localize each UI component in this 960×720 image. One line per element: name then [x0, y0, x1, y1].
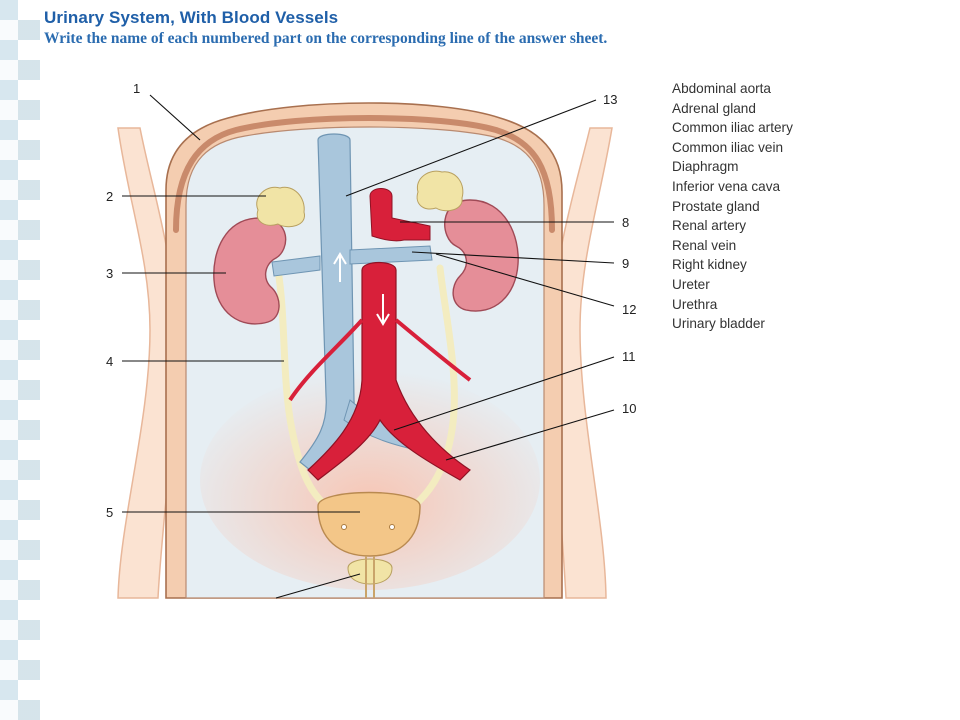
- leader-line-13: [345, 99, 597, 197]
- renal-vein-right: [349, 245, 433, 265]
- legend-item: Ureter: [672, 276, 710, 292]
- callout-number-2: 2: [106, 189, 113, 204]
- callout-number-3: 3: [106, 266, 113, 281]
- right-kidney: [213, 217, 287, 325]
- legend-item: Right kidney: [672, 257, 747, 273]
- bladder-opening-right: [389, 524, 395, 530]
- left-ureter: [274, 266, 344, 519]
- renal-vein-left: [271, 255, 321, 277]
- slide-edge-strip: [0, 0, 40, 720]
- legend-item: Diaphragm: [672, 159, 739, 175]
- callout-number-4: 4: [106, 354, 113, 369]
- callout-number-1: 1: [133, 81, 140, 96]
- callout-number-10: 10: [622, 401, 636, 416]
- legend-item: Urinary bladder: [672, 316, 765, 332]
- urethra: [365, 556, 375, 598]
- diagram-instructions: Write the name of each numbered part on …: [44, 30, 608, 47]
- right-ureter: [396, 264, 458, 519]
- callout-number-13: 13: [603, 92, 617, 107]
- leader-line-9: [411, 251, 615, 264]
- callout-number-11: 11: [622, 349, 636, 364]
- legend-item: Abdominal aorta: [672, 81, 771, 96]
- legend-item: Renal artery: [672, 218, 747, 234]
- leader-line-6: [275, 573, 361, 599]
- urinary-bladder: [317, 491, 421, 557]
- legend-item: Renal vein: [672, 237, 737, 253]
- aorta-flow-arrow: [376, 294, 390, 326]
- leader-line-12: [435, 253, 615, 307]
- legend-item: Inferior vena cava: [672, 178, 781, 194]
- leader-line-11: [393, 356, 615, 431]
- legend-item: Urethra: [672, 296, 718, 312]
- legend-item: Prostate gland: [672, 198, 760, 214]
- legend-item: Common iliac artery: [672, 120, 793, 136]
- ovarian-artery-left: [288, 318, 364, 402]
- prostate-gland: [347, 558, 393, 585]
- leader-line-1: [149, 94, 201, 141]
- left-adrenal-gland: [416, 170, 464, 212]
- callout-number-9: 9: [622, 256, 629, 271]
- common-iliac-artery: [394, 318, 472, 382]
- part-name-legend: Abdominal aorta Adrenal gland Common ili…: [672, 79, 793, 334]
- legend-item: Common iliac vein: [672, 139, 784, 155]
- callout-number-8: 8: [622, 215, 629, 230]
- callout-number-12: 12: [622, 302, 636, 317]
- bladder-opening-left: [341, 524, 347, 530]
- callout-number-5: 5: [106, 505, 113, 520]
- legend-item: Adrenal gland: [672, 100, 756, 116]
- diaphragm: [173, 115, 555, 233]
- abdominal-aorta: [307, 261, 471, 481]
- leader-line-10: [445, 409, 615, 461]
- diagram-title: Urinary System, With Blood Vessels: [44, 8, 339, 27]
- vena-cava-flow-arrow: [333, 252, 347, 282]
- renal-artery-upper: [369, 188, 431, 242]
- right-adrenal-gland: [256, 186, 305, 228]
